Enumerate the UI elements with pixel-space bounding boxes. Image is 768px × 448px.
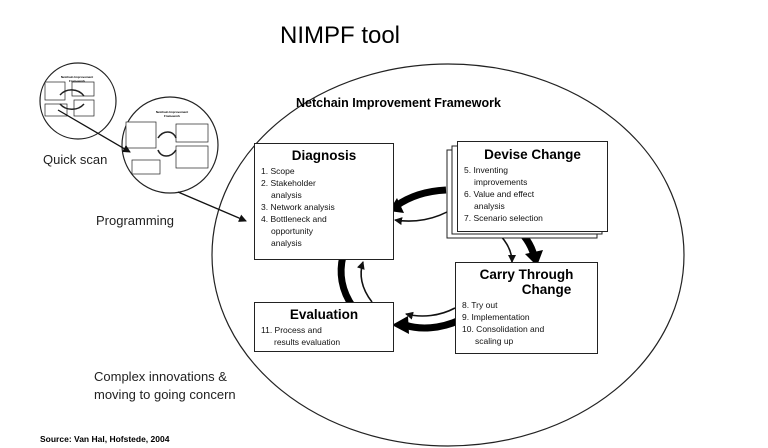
quick-scan-thumb-heading: Netchain Improvement Framework (60, 75, 94, 83)
carry-through-step: 9. Implementation (462, 312, 530, 322)
carry-through-title-line2: Change (521, 282, 572, 297)
cycle-arrow-outer-left (337, 255, 356, 310)
framework-circle (211, 63, 685, 447)
cycle-arrow-outer-top (393, 186, 447, 209)
cycle-arrow-inner-top (394, 207, 455, 226)
diagnosis-title: Diagnosis (291, 148, 357, 163)
quick-scan-thumb-box (73, 99, 95, 117)
quick-scan-thumbnail-circle (39, 62, 117, 140)
cycle-arrow-outer-bottom-head (392, 316, 409, 334)
programming-thumb-heading-line1: Netchain Improvement (155, 110, 189, 114)
carry-through-step: scaling up (475, 336, 514, 346)
programming-arrow (177, 191, 247, 222)
carry-through-title-line1: Carry Through (479, 267, 574, 282)
complex-innovations-label-line1: Complex innovations & (94, 369, 227, 384)
diagnosis-step: 4. Bottleneck and (261, 214, 327, 224)
devise-change-step: 5. Inventing (464, 165, 508, 175)
quick-scan-thumb-box (71, 81, 95, 97)
programming-thumb-box (175, 123, 209, 143)
carry-through-step: 8. Try out (462, 300, 498, 310)
evaluation-step: 11. Process and (261, 325, 322, 335)
programming-label: Programming (96, 213, 175, 228)
programming-thumbnail-circle (121, 96, 219, 194)
evaluation-box: Evaluation 11. Process and results evalu… (254, 302, 394, 352)
programming-thumb-box (175, 145, 209, 169)
diagnosis-step: 2. Stakeholder (261, 178, 316, 188)
cycle-arrow-inner-bottom (405, 307, 456, 320)
evaluation-title: Evaluation (289, 307, 359, 322)
diagnosis-step: opportunity (271, 226, 314, 236)
evaluation-step: results evaluation (274, 337, 341, 347)
quick-scan-thumb-box (44, 81, 66, 101)
diagnosis-step: 3. Network analysis (261, 202, 335, 212)
diagram-title: NIMPF tool (279, 22, 401, 49)
diagnosis-steps: 1. Scope 2. Stakeholder analysis 3. Netw… (255, 165, 393, 249)
cycle-arrow-outer-bottom (403, 316, 462, 332)
framework-title: Netchain Improvement Framework (296, 96, 501, 110)
quick-scan-thumb-box (44, 103, 68, 117)
programming-thumb-box (125, 121, 157, 149)
evaluation-steps: 11. Process and results evaluation (255, 324, 393, 348)
quick-scan-thumb-cycle (59, 89, 85, 110)
quick-scan-label: Quick scan (43, 152, 108, 167)
diagnosis-box: Diagnosis 1. Scope 2. Stakeholder analys… (254, 143, 394, 260)
programming-thumb-heading-line2: Framework (163, 114, 180, 118)
devise-change-step: analysis (474, 201, 505, 211)
diagnosis-step: analysis (271, 238, 302, 248)
quick-scan-arrow (57, 109, 131, 153)
carry-through-steps: 8. Try out 9. Implementation 10. Consoli… (456, 299, 597, 347)
carry-through-change-box: Carry Through Change 8. Try out 9. Imple… (455, 262, 598, 354)
diagnosis-step: 1. Scope (261, 166, 295, 176)
programming-thumb-box (131, 159, 161, 175)
cycle-arrow-inner-left (356, 261, 373, 303)
diagnosis-step: analysis (271, 190, 302, 200)
devise-change-step: 7. Scenario selection (464, 213, 543, 223)
devise-change-step: improvements (474, 177, 528, 187)
programming-thumb-cycle (157, 131, 177, 157)
devise-change-step: 6. Value and effect (464, 189, 535, 199)
source-citation: Source: Van Hal, Hofstede, 2004 (40, 434, 170, 444)
carry-through-step: 10. Consolidation and (462, 324, 545, 334)
devise-change-steps: 5. Inventing improvements 6. Value and e… (458, 164, 607, 224)
devise-change-box: Devise Change 5. Inventing improvements … (457, 141, 608, 232)
complex-innovations-label-line2: moving to going concern (94, 387, 236, 402)
devise-change-title: Devise Change (484, 147, 581, 162)
